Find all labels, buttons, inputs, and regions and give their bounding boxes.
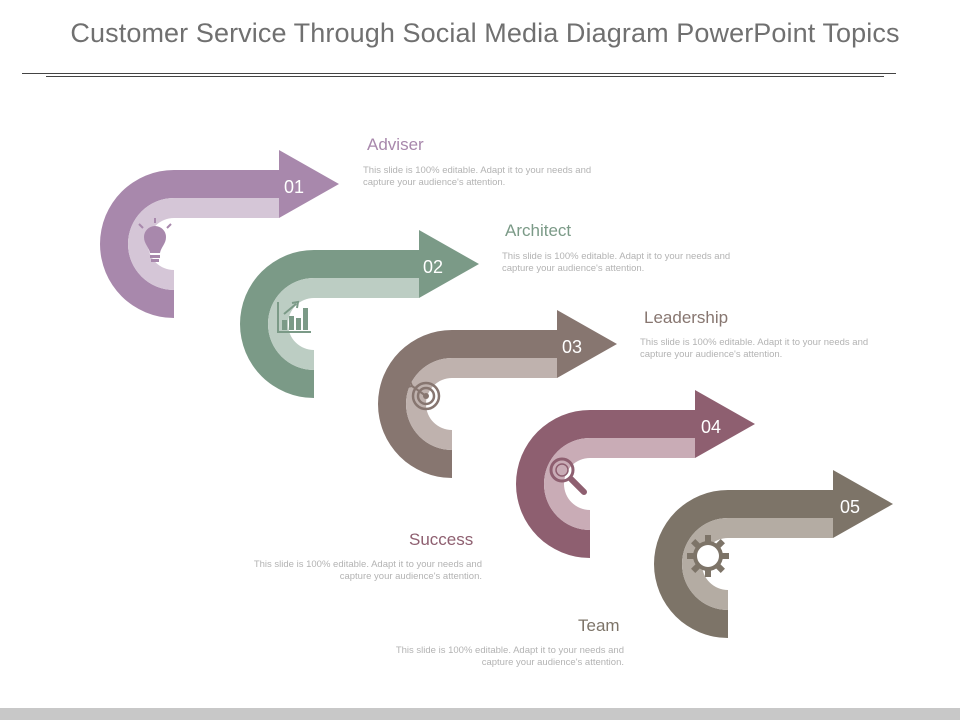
step-4-inner-band	[544, 438, 695, 530]
step-2-arrow	[240, 230, 479, 398]
target-icon	[406, 380, 441, 411]
step-2-number: 02	[423, 257, 443, 277]
title-rule-bottom	[46, 76, 884, 77]
step-3-arrow	[378, 310, 617, 478]
title-rule-top	[22, 73, 896, 74]
step-4-label: Success	[409, 530, 474, 549]
step-2-inner-band	[268, 278, 419, 370]
step-1-description: This slide is 100% editable. Adapt it to…	[363, 165, 592, 188]
step-4-outer-band	[516, 390, 755, 558]
step-4-arrow	[516, 390, 755, 558]
step-3-label: Leadership	[644, 308, 729, 327]
step-2-description: This slide is 100% editable. Adapt it to…	[502, 251, 731, 274]
step-3-inner-band	[406, 358, 557, 450]
step-3-description: This slide is 100% editable. Adapt it to…	[640, 337, 869, 360]
step-1-arrow	[100, 150, 339, 318]
step-5-inner-band	[682, 518, 833, 610]
gear-icon	[687, 535, 729, 577]
step-4-number: 04	[701, 417, 721, 437]
step-3-outer-band	[378, 310, 617, 478]
step-5-outer-band	[654, 470, 893, 638]
footer-bar	[0, 708, 960, 720]
step-4-description: This slide is 100% editable. Adapt it to…	[253, 559, 482, 582]
bar-chart-icon	[277, 300, 311, 333]
step-2-outer-band	[240, 230, 479, 398]
magnifier-icon	[549, 457, 587, 495]
page-title: Customer Service Through Social Media Di…	[70, 18, 900, 48]
step-5-arrow	[654, 470, 893, 638]
step-1-label: Adviser	[367, 135, 424, 154]
step-5-number: 05	[840, 497, 860, 517]
step-2-label: Architect	[505, 221, 572, 240]
step-5-label: Team	[578, 616, 620, 635]
step-5-description: This slide is 100% editable. Adapt it to…	[395, 645, 624, 668]
step-1-number: 01	[284, 177, 304, 197]
lightbulb-icon	[138, 218, 172, 262]
step-1-outer-band	[100, 150, 339, 318]
step-3-number: 03	[562, 337, 582, 357]
step-1-inner-band	[128, 198, 279, 290]
